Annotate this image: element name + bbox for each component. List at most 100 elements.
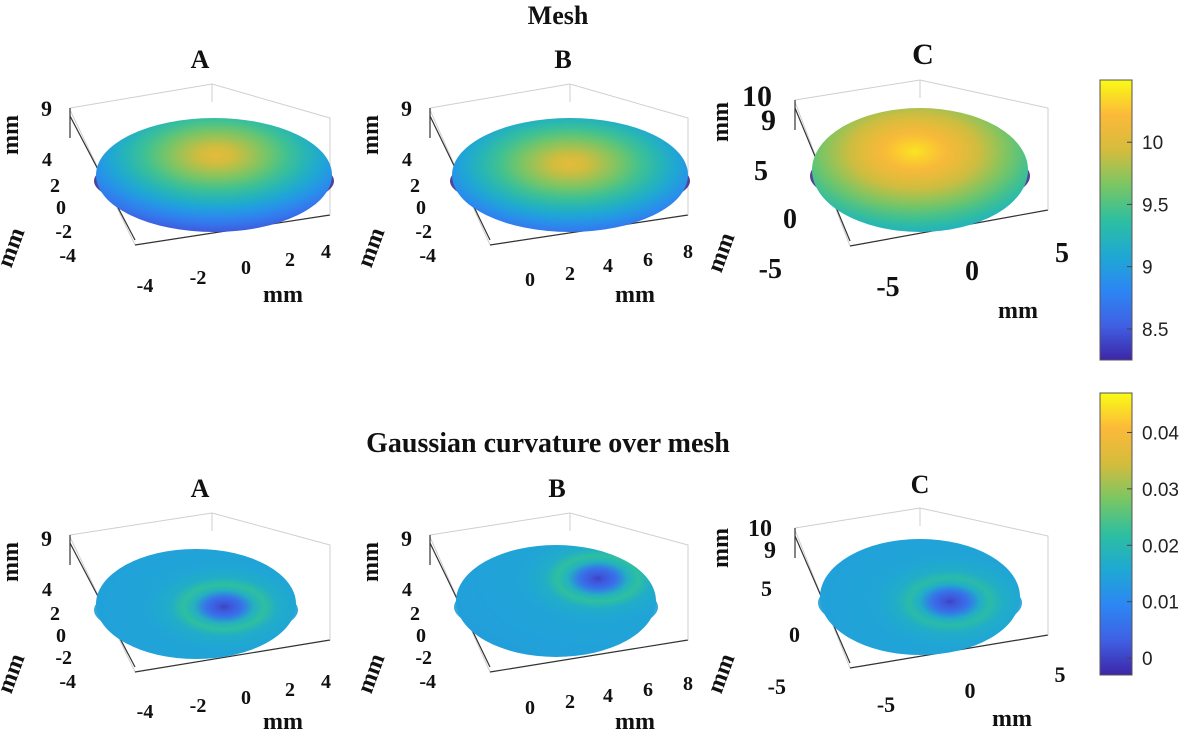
x-tick-label: 0 [965, 256, 979, 287]
y-tick-label: 4 [42, 149, 52, 171]
y-tick-label: 2 [410, 603, 420, 625]
z-tick-label: 10 [748, 516, 772, 542]
x-axis-label: mm [615, 709, 655, 735]
y-tick-label: 0 [56, 197, 66, 219]
x-tick-label: -2 [190, 695, 207, 717]
x-tick-label: -2 [190, 267, 207, 289]
x-tick-label: 2 [565, 691, 575, 713]
x-tick-label: 5 [1055, 662, 1066, 687]
colorbar-tick-label: 0.04 [1142, 423, 1179, 444]
x-tick-label: 5 [1055, 238, 1069, 269]
x-tick-label: 0 [965, 678, 976, 703]
y-tick-label: -2 [415, 221, 432, 243]
y-tick-label: -4 [419, 671, 436, 693]
x-tick-label: 2 [285, 249, 295, 271]
x-axis-label: mm [992, 706, 1032, 732]
y-tick-label: 2 [50, 175, 60, 197]
x-tick-label: -4 [137, 275, 154, 297]
x-tick-label: 0 [241, 687, 251, 709]
z-tick-label: 9 [41, 526, 52, 551]
z-axis-label: mm [708, 102, 734, 142]
x-axis-line [489, 639, 689, 673]
z-tick-label: 9 [764, 538, 776, 564]
x-tick-label: 2 [285, 679, 295, 701]
y-tick-label: 0 [56, 625, 66, 647]
colorbar-gradient [1099, 392, 1133, 676]
y-axis-label: mm [352, 224, 390, 270]
x-tick-label: 0 [525, 697, 535, 719]
x-tick-label: 6 [643, 249, 653, 271]
panel-label: A [191, 474, 210, 503]
x-tick-label: 8 [683, 673, 693, 695]
y-axis-label: mm [0, 224, 30, 270]
surface [96, 118, 332, 232]
surface [820, 539, 1020, 655]
colorbar-tick-label: 10 [1142, 133, 1163, 154]
x-axis-label: mm [998, 298, 1038, 324]
x-tick-label: 4 [321, 241, 331, 263]
z-tick-label: 9 [41, 96, 52, 121]
x-tick-label: 8 [683, 241, 693, 263]
surface [812, 108, 1028, 232]
z-axis-label: mm [358, 542, 384, 582]
panel-label: C [912, 38, 934, 71]
y-tick-label: 4 [402, 579, 412, 601]
surface [456, 545, 656, 657]
y-tick-label: -5 [759, 254, 782, 285]
surface [452, 118, 688, 232]
y-axis-label: mm [702, 229, 740, 275]
mesh-row-title: Mesh [528, 1, 589, 30]
colorbar-tick-label: 0 [1142, 649, 1153, 670]
y-tick-label: 2 [50, 603, 60, 625]
colorbar-mesh: 10 9.5 9 8.5 [1099, 79, 1168, 361]
z-axis-label: mm [0, 115, 24, 155]
y-tick-label: 2 [410, 175, 420, 197]
z-tick-label: 9 [401, 96, 412, 121]
y-axis-label: mm [352, 650, 390, 696]
z-tick-label: 10 [742, 80, 772, 113]
z-tick-label: 9 [401, 526, 412, 551]
panel-label: C [911, 470, 930, 499]
y-tick-label: -4 [59, 671, 76, 693]
x-tick-label: -4 [137, 701, 154, 723]
x-tick-label: -5 [876, 272, 899, 303]
y-tick-label: -2 [415, 647, 432, 669]
y-tick-label: -4 [419, 245, 436, 267]
x-tick-label: 0 [525, 269, 535, 291]
y-tick-label: 0 [416, 197, 426, 219]
x-axis-label: mm [615, 282, 655, 308]
colorbar-tick-label: 9.5 [1142, 195, 1168, 216]
y-tick-label: 4 [42, 579, 52, 601]
y-tick-label: 4 [402, 149, 412, 171]
y-tick-label: 0 [416, 625, 426, 647]
colorbar-gradient [1099, 79, 1133, 361]
panel-label: B [554, 45, 571, 74]
y-tick-label: -2 [55, 647, 72, 669]
panel-label: B [548, 474, 565, 503]
colorbar-curvature: 0.040.030.020.010 [1099, 392, 1179, 676]
z-axis-label: mm [358, 115, 384, 155]
y-axis-label: mm [0, 650, 30, 696]
colorbar-tick-label: 9 [1142, 258, 1153, 279]
y-axis-label: mm [702, 650, 740, 696]
y-tick-label: 0 [783, 204, 797, 235]
x-tick-label: -5 [877, 692, 895, 717]
y-tick-label: -5 [768, 674, 786, 699]
colorbar-tick-label: 0.01 [1142, 593, 1179, 614]
z-axis-label: mm [0, 542, 24, 582]
panel-label: A [191, 45, 210, 74]
colorbar-tick-label: 8.5 [1142, 320, 1168, 341]
x-axis-line [134, 639, 331, 673]
y-tick-label: -2 [55, 221, 72, 243]
x-axis-label: mm [263, 282, 303, 308]
x-tick-label: 6 [643, 679, 653, 701]
y-tick-label: 0 [789, 622, 800, 647]
y-tick-label: 5 [754, 156, 768, 187]
